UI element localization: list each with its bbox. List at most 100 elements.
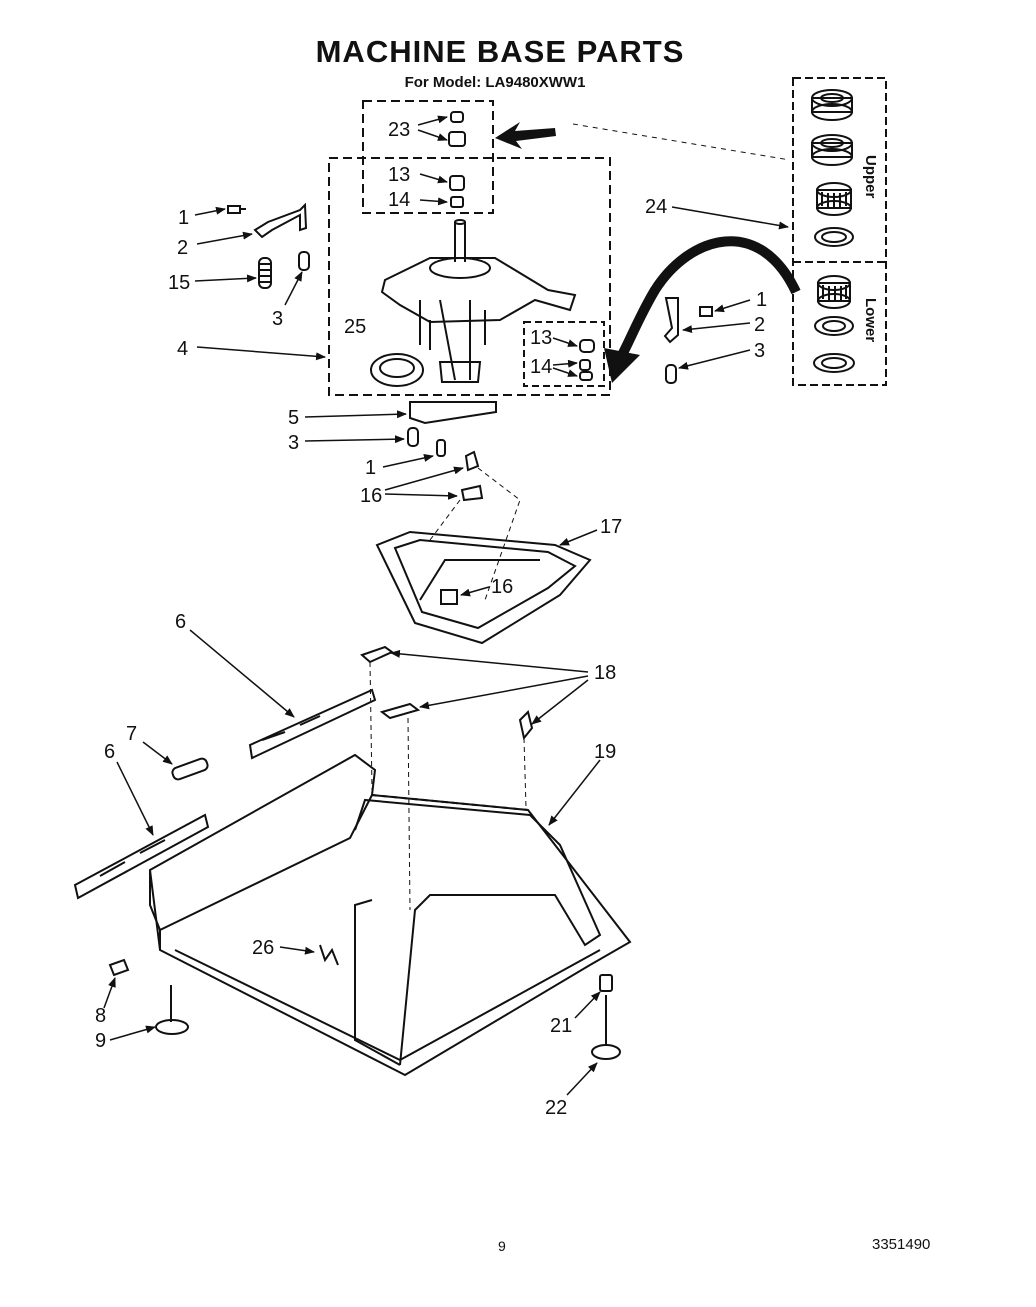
nut-21: [599, 974, 613, 992]
callout-3-left: 3: [272, 308, 283, 330]
transmission-group-box: [328, 157, 611, 396]
leader-23b: [417, 129, 448, 141]
leader-14b2: [552, 367, 578, 377]
leader-18a: [390, 649, 589, 673]
transmission-spider: [380, 257, 577, 383]
leader-26: [279, 946, 315, 955]
leveling-foot-9: [155, 985, 189, 1035]
bolt-left: [227, 205, 246, 214]
fitting-3-right: [665, 364, 677, 384]
callout-8: 8: [95, 1005, 106, 1027]
fitting-13: [449, 175, 465, 191]
lower-race-1: [814, 316, 854, 336]
callout-9: 9: [95, 1030, 106, 1052]
bearing-kit-box: [792, 77, 887, 386]
leader-14a: [419, 197, 448, 206]
leader-24: [671, 206, 789, 230]
fitting-3-center: [407, 427, 419, 447]
fitting-3-left: [298, 251, 310, 271]
lower-bearings-label: Lower: [862, 298, 879, 342]
leader-16a2: [384, 491, 458, 500]
leader-6a: [189, 629, 295, 718]
transmission-shaft: [454, 219, 466, 262]
callout-22: 22: [545, 1097, 567, 1119]
fitting-23: [448, 111, 466, 147]
leader-8: [103, 977, 116, 1009]
callout-1-center: 1: [365, 457, 376, 479]
cap-8: [108, 958, 130, 977]
bracket-left: [253, 202, 308, 239]
callout-2-left: 2: [177, 237, 188, 259]
leveling-foot-22: [591, 995, 621, 1060]
callout-26: 26: [252, 937, 274, 959]
pad-16-b: [460, 484, 484, 502]
leader-1c: [382, 454, 434, 468]
leader-15: [194, 274, 257, 283]
callout-7: 7: [126, 723, 137, 745]
leader-3b: [678, 349, 751, 370]
leader-9: [109, 1025, 156, 1041]
leader-13b: [552, 337, 578, 347]
leader-1b: [714, 299, 751, 313]
leader-13a: [419, 173, 448, 184]
large-curved-arrow: [604, 236, 801, 383]
callout-16-upper: 16: [360, 485, 382, 507]
inset-fittings: [579, 339, 595, 381]
leader-7: [142, 741, 173, 765]
bolt-center: [436, 439, 446, 457]
callout-17: 17: [600, 516, 622, 538]
callout-5: 5: [288, 407, 299, 429]
leader-3a: [284, 271, 303, 306]
leader-3c: [304, 435, 405, 444]
model-subtitle: For Model: LA9480XWW1: [404, 74, 586, 91]
pad-16-c: [440, 589, 458, 605]
document-number: 3351490: [872, 1236, 931, 1253]
leader-14b1: [552, 359, 578, 368]
upper-bearings-label: Upper: [862, 155, 879, 199]
spring-7: [171, 757, 209, 781]
spring-15: [258, 257, 272, 289]
leader-21: [574, 991, 601, 1019]
callout-3-center: 3: [288, 432, 299, 454]
upper-bearing-2: [811, 134, 853, 166]
page-title: MACHINE BASE PARTS: [315, 34, 685, 69]
leader-23a: [417, 115, 448, 126]
callout-6-upper: 6: [175, 611, 186, 633]
upper-fittings-box: [362, 100, 494, 214]
lower-bearing-1: [817, 275, 851, 309]
callout-2-right: 2: [754, 314, 765, 336]
leader-6b: [116, 761, 154, 836]
leader-19: [548, 759, 601, 826]
callout-24: 24: [645, 196, 667, 218]
pad-16-a: [464, 450, 480, 472]
pad-18-c: [518, 710, 534, 741]
callout-15: 15: [168, 272, 190, 294]
bracket-5: [409, 401, 497, 425]
callout-23: 23: [388, 119, 410, 141]
bracket-right: [663, 297, 679, 344]
leader-16b: [460, 586, 490, 597]
callout-3-right: 3: [754, 340, 765, 362]
seal-25: [370, 353, 424, 387]
callout-25: 25: [344, 316, 366, 338]
fitting-14: [450, 196, 464, 208]
leader-16a1: [384, 466, 464, 491]
callout-14-inset: 14: [530, 356, 552, 378]
leader-22: [566, 1062, 598, 1096]
page-number: 9: [498, 1238, 506, 1254]
leader-2a: [196, 231, 253, 245]
leader-5: [304, 410, 407, 419]
upper-bearing-3: [816, 182, 852, 216]
callout-19: 19: [594, 741, 616, 763]
lower-race-2: [813, 353, 855, 373]
callout-14-upper: 14: [388, 189, 410, 211]
leader-4: [196, 346, 326, 361]
callout-4: 4: [177, 338, 188, 360]
callout-16-lower: 16: [491, 576, 513, 598]
large-arrow-upper: [495, 122, 556, 149]
callout-1-left: 1: [178, 207, 189, 229]
leader-2b: [682, 322, 751, 334]
callout-6-lower: 6: [104, 741, 115, 763]
leader-dash-18: [369, 661, 527, 911]
callout-21: 21: [550, 1015, 572, 1037]
